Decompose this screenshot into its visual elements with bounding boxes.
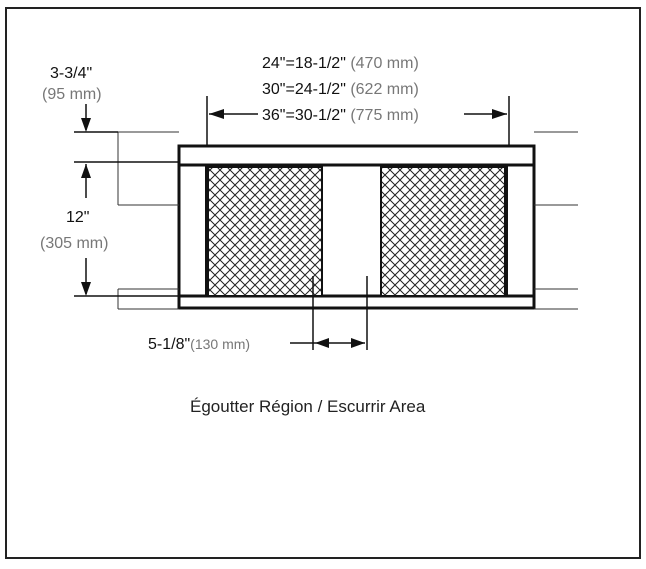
gap-arrow-right bbox=[351, 338, 365, 348]
height-arrow-down-head bbox=[81, 282, 91, 296]
gap-arrow-left bbox=[315, 338, 329, 348]
right-drain-grid bbox=[380, 166, 507, 297]
top-offset-arrow-head bbox=[81, 118, 91, 132]
height-metric: (305 mm) bbox=[40, 235, 108, 252]
height-main: 12" bbox=[66, 209, 89, 226]
left-drain-grid bbox=[206, 166, 323, 297]
top-offset-main: 3-3/4" bbox=[50, 65, 92, 82]
top-offset-metric: (95 mm) bbox=[42, 86, 102, 103]
gap-label: 5-1/8"(130 mm) bbox=[148, 336, 250, 353]
sink-rim bbox=[177, 144, 536, 310]
width-arrow-left bbox=[209, 109, 224, 119]
height-arrow-up-head bbox=[81, 164, 91, 178]
width-line-3: 36"=30-1/2" (775 mm) bbox=[262, 107, 419, 124]
width-arrow-right bbox=[492, 109, 507, 119]
area-caption: Égoutter Région / Escurrir Area bbox=[190, 397, 426, 416]
outer-border bbox=[5, 7, 641, 559]
width-line-1: 24"=18-1/2" (470 mm) bbox=[262, 55, 419, 72]
width-line-2: 30"=24-1/2" (622 mm) bbox=[262, 81, 419, 98]
